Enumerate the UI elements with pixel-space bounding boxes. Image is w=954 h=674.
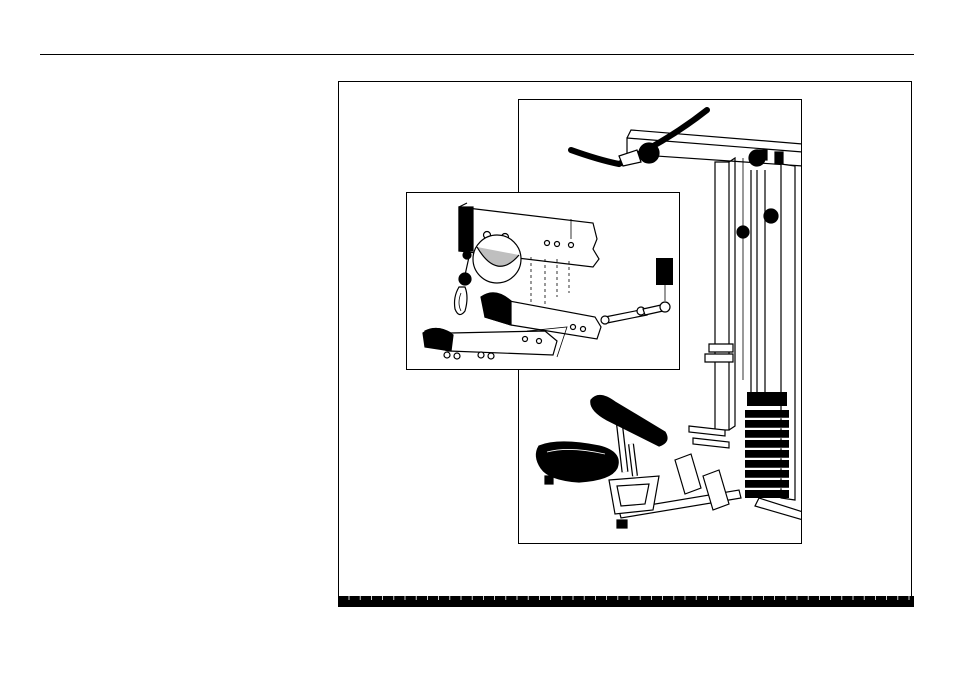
page-ruler	[338, 596, 914, 607]
detail-inset	[406, 192, 680, 370]
bracket-detail-drawing	[407, 193, 680, 370]
header-rule	[40, 54, 914, 55]
part-callout-box	[656, 258, 673, 285]
ruler-ticks	[338, 596, 914, 607]
